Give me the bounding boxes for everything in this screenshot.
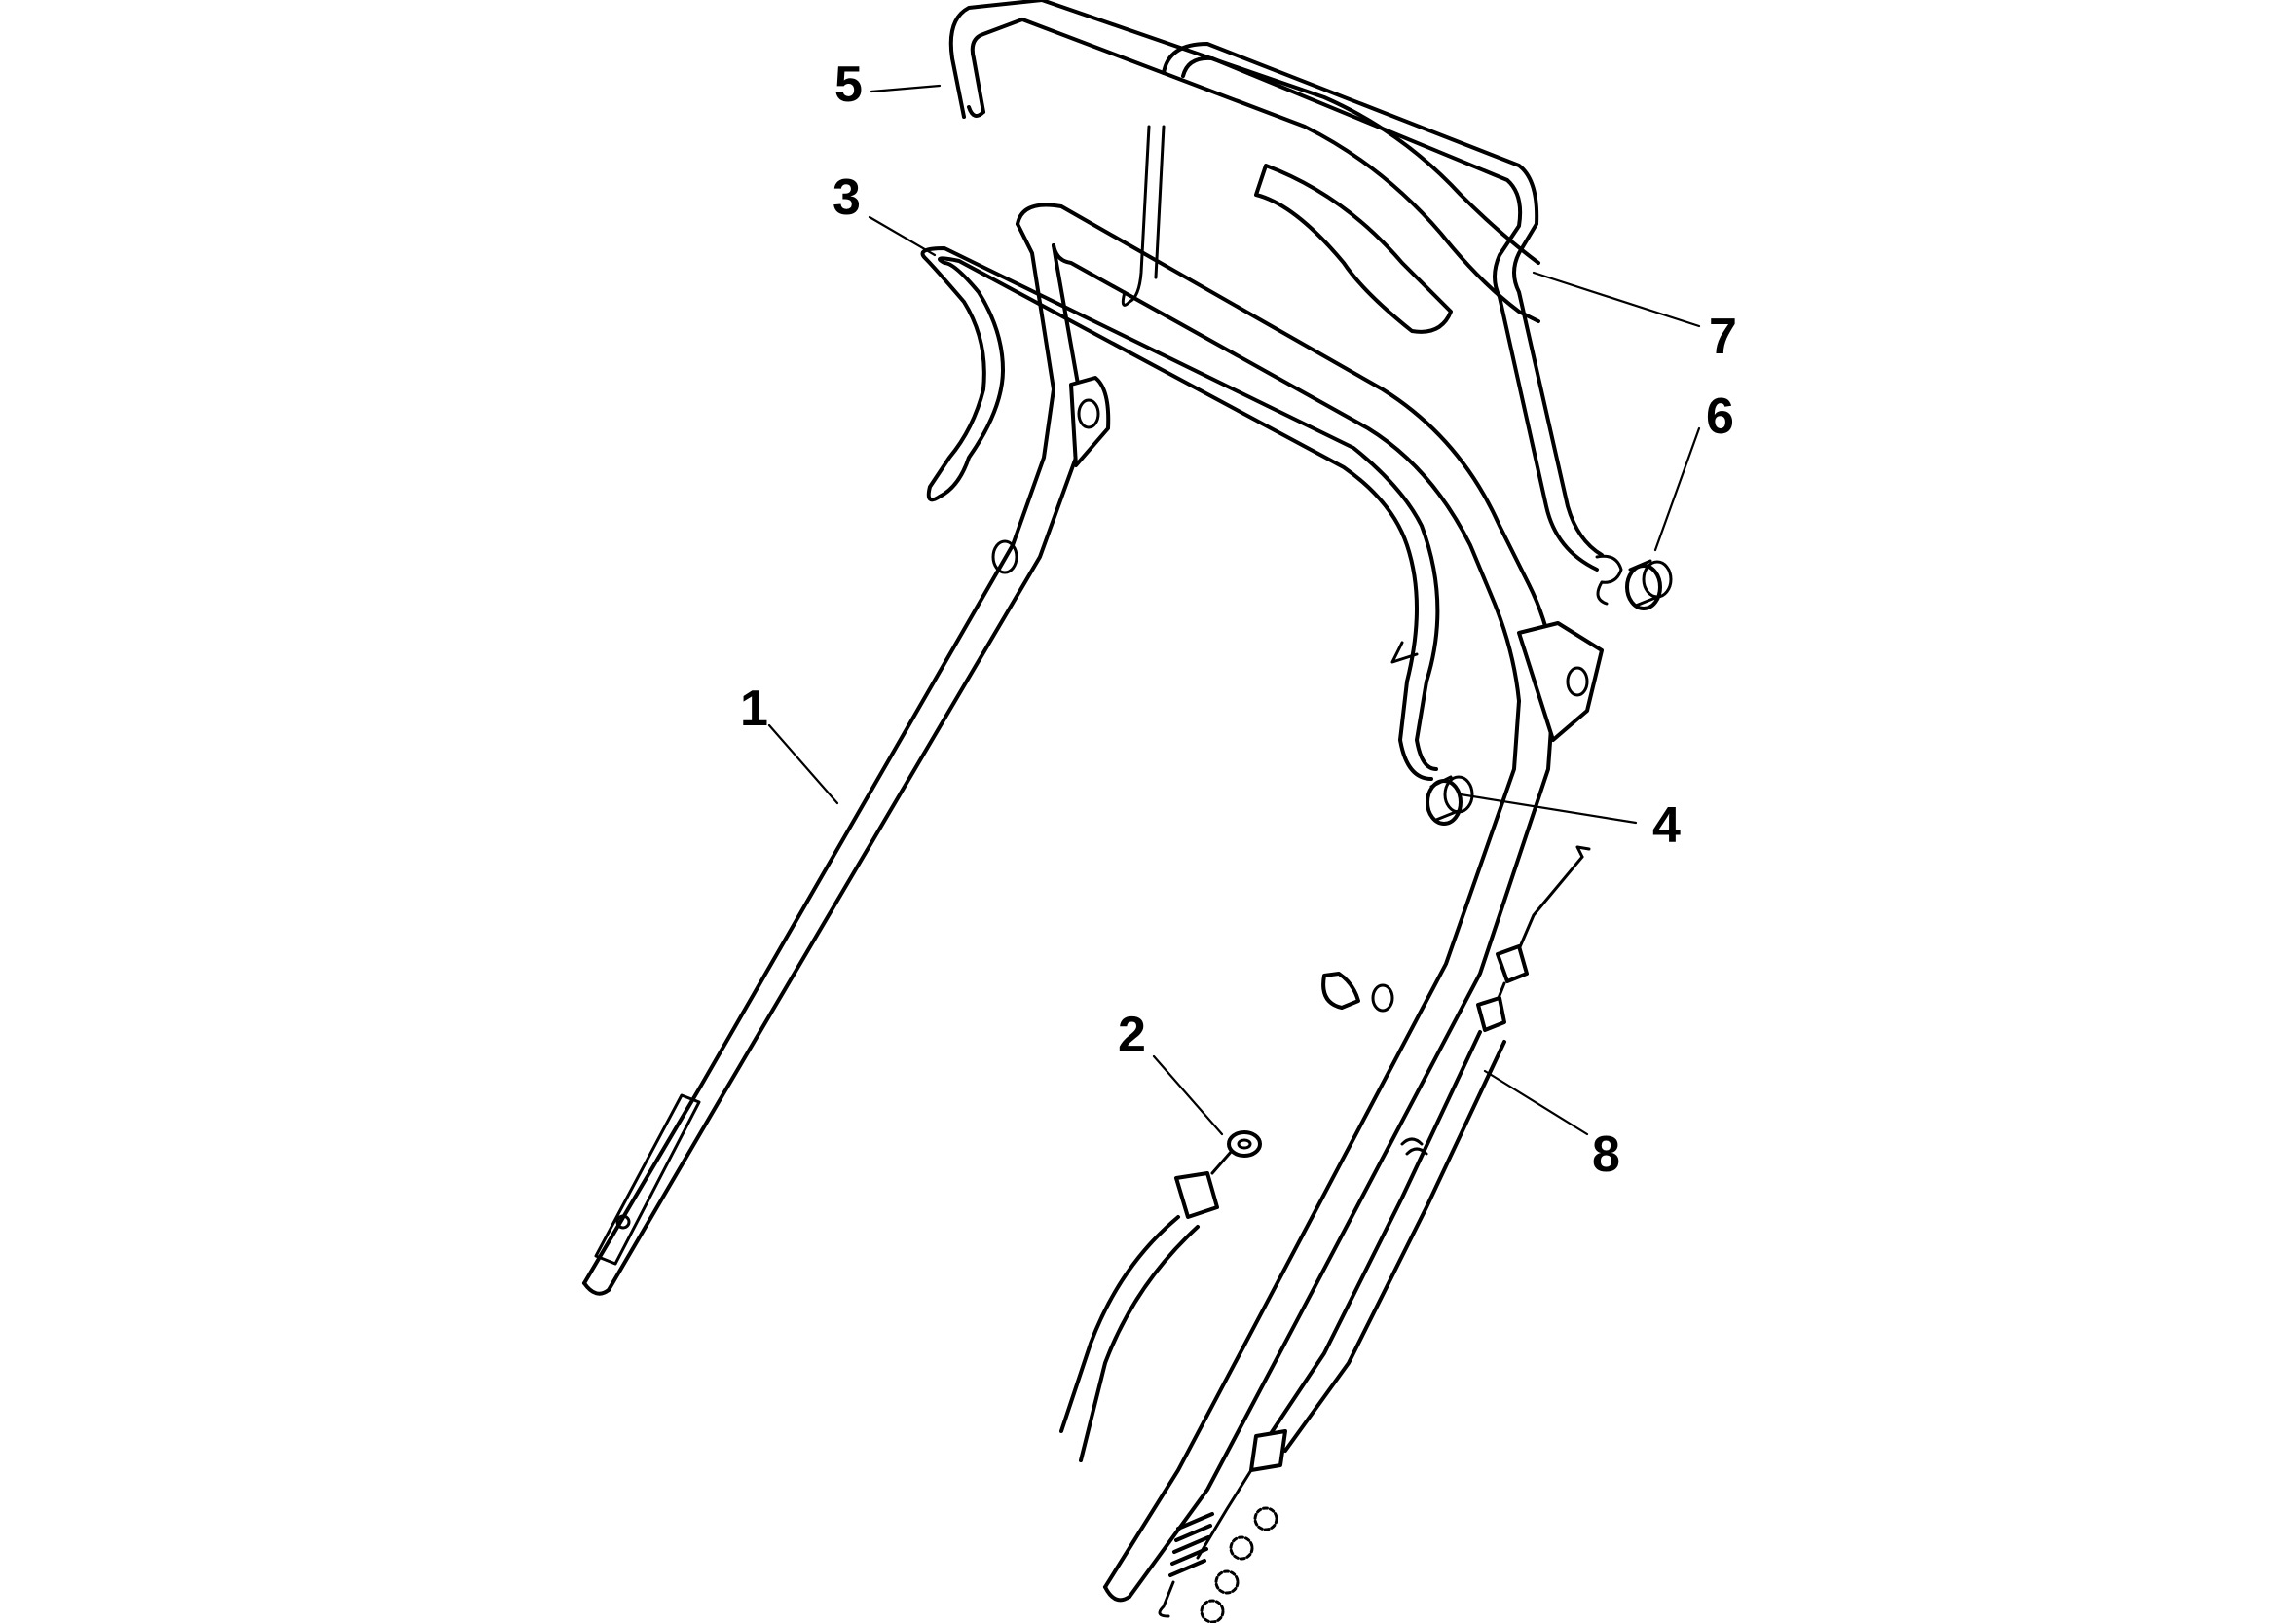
- leader-lines: [767, 84, 1701, 1136]
- callout-labels: 1 2 3 4 5 6 7 8: [740, 56, 1737, 1183]
- callout-3: 3: [833, 169, 861, 226]
- part-bail-bar: [920, 246, 1440, 781]
- callout-1: 1: [740, 681, 768, 737]
- part-drive-cable: [1158, 845, 1591, 1618]
- callout-7: 7: [1709, 309, 1737, 365]
- part-bushes: [1426, 559, 1673, 826]
- callout-4: 4: [1652, 797, 1681, 854]
- part-brake-cable: [1059, 1130, 1262, 1462]
- callout-2: 2: [1118, 1007, 1146, 1063]
- part-lower-handle: [582, 203, 1604, 1603]
- callout-6: 6: [1706, 388, 1734, 445]
- part-upper-wire: [1162, 42, 1623, 606]
- part-washers: [1200, 1506, 1278, 1623]
- callout-8: 8: [1592, 1126, 1620, 1183]
- part-upper-handle: [948, 0, 1540, 334]
- callout-5: 5: [834, 56, 863, 113]
